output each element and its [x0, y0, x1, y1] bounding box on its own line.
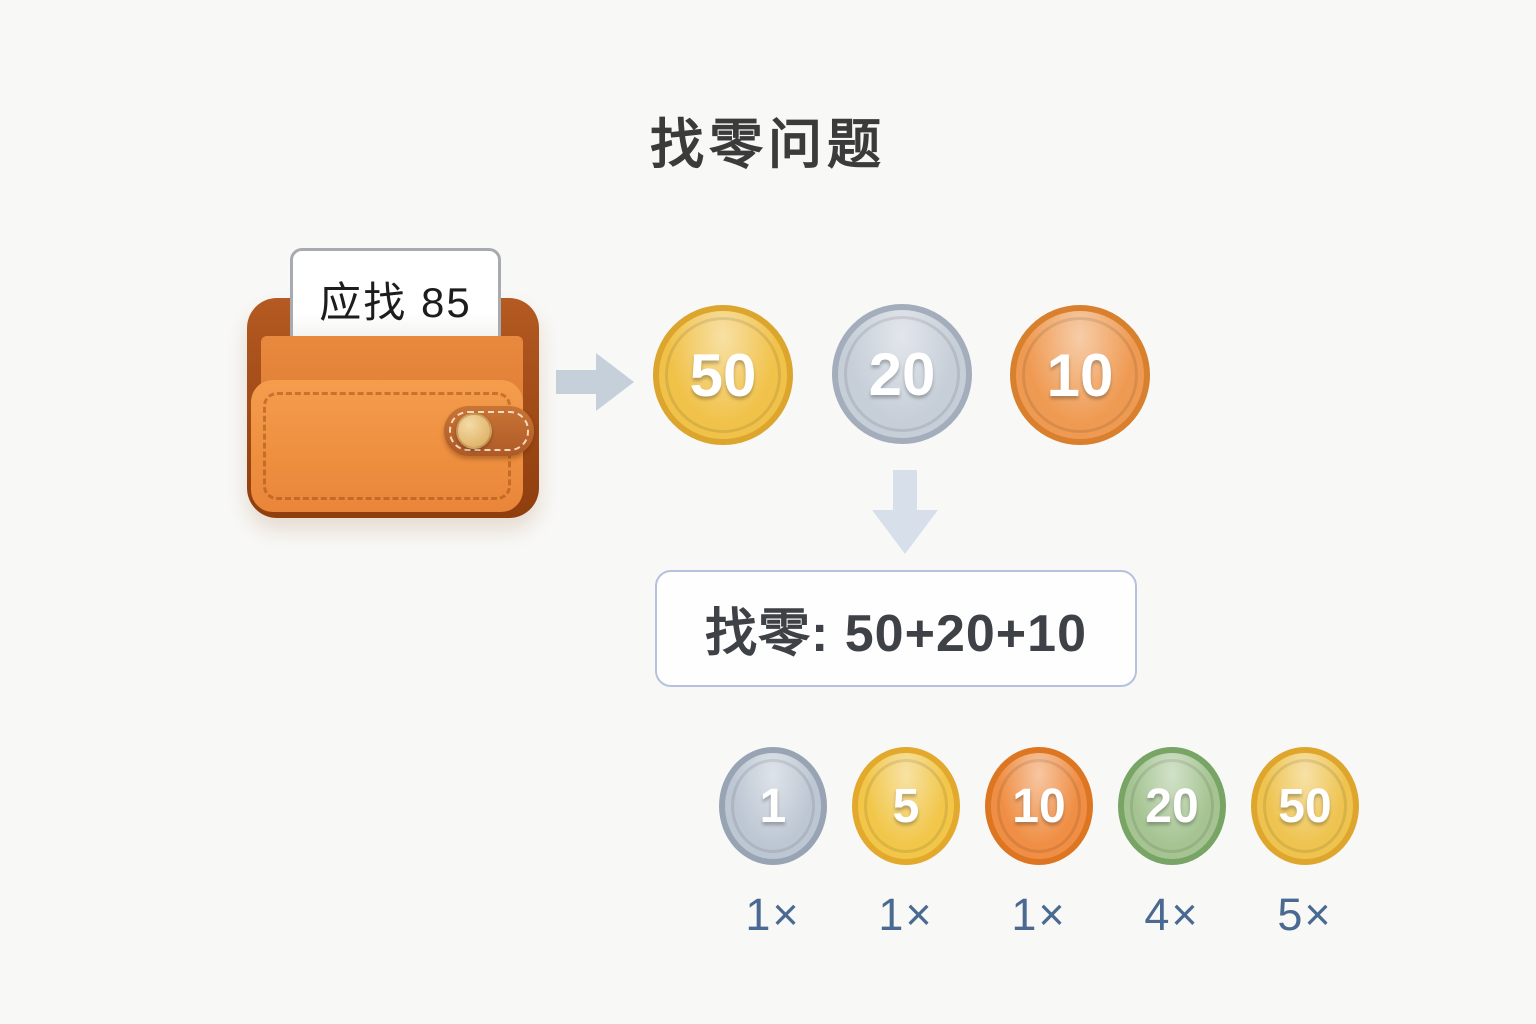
coin-ring	[1263, 759, 1347, 853]
denomination-50: 50 5×	[1251, 747, 1359, 941]
coin-50-change: 50	[653, 305, 793, 445]
denomination-1: 1 1×	[719, 747, 827, 941]
coin-ring	[864, 759, 948, 853]
coin-value: 1	[759, 779, 787, 833]
coin-ring	[665, 317, 781, 433]
denomination-20: 20 4×	[1118, 747, 1226, 941]
arrow-down-icon	[872, 470, 938, 554]
coin-ring	[731, 759, 815, 853]
coin-10-change: 10	[1010, 305, 1150, 445]
coin-value: 5	[892, 779, 920, 833]
coin-10: 10	[985, 747, 1093, 865]
wallet-strap	[444, 406, 534, 456]
denomination-10: 10 1×	[985, 747, 1093, 941]
coin-count: 1×	[878, 889, 934, 940]
coin-ring	[844, 316, 960, 432]
coin-ring	[1022, 317, 1138, 433]
coin-ring	[997, 759, 1081, 853]
coin-count: 1×	[1011, 889, 1067, 940]
coin-ring	[1130, 759, 1214, 853]
coin-value: 20	[868, 340, 936, 408]
coin-1: 1	[719, 747, 827, 865]
coin-value: 50	[1278, 779, 1332, 833]
coin-20-change: 20	[832, 304, 972, 444]
wallet-button-stud	[456, 413, 492, 449]
coin-5: 5	[852, 747, 960, 865]
coin-count: 1×	[745, 889, 801, 940]
wallet-icon: 应找 85	[243, 240, 541, 520]
coin-value: 50	[689, 341, 757, 409]
denominations-row: 1 1× 5 1× 10 1× 20	[719, 747, 1359, 941]
coin-20: 20	[1118, 747, 1226, 865]
receipt-label: 应找 85	[319, 278, 472, 326]
coin-value: 10	[1012, 779, 1066, 833]
coin-count: 5×	[1277, 889, 1333, 940]
page-title: 找零问题	[650, 115, 886, 175]
coin-50: 50	[1251, 747, 1359, 865]
change-result-label: 找零: 50+20+10	[704, 605, 1088, 663]
coin-value: 20	[1145, 779, 1199, 833]
strap-stitching	[449, 411, 529, 451]
denomination-5: 5 1×	[852, 747, 960, 941]
coin-value: 10	[1046, 341, 1114, 409]
coin-count: 4×	[1144, 889, 1200, 940]
arrow-right-icon	[556, 353, 634, 411]
receipt-note: 应找 85	[290, 248, 501, 350]
change-result-box: 找零: 50+20+10	[655, 570, 1137, 687]
